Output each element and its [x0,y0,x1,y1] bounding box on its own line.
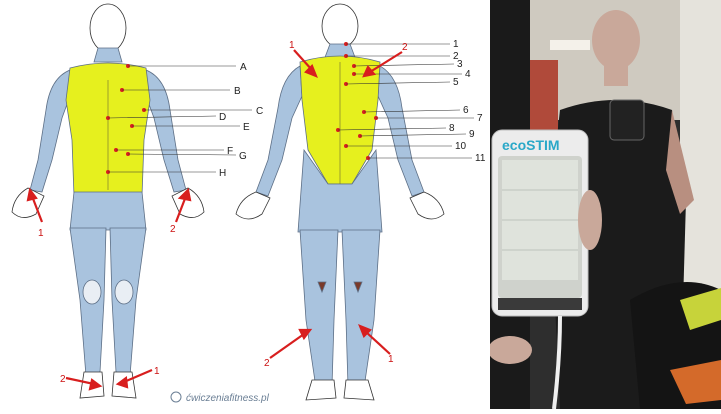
front-label-d: D [219,112,226,123]
front-marker-left-ankle: 2 [60,374,66,385]
back-label-8: 8 [449,123,455,134]
back-label-10: 10 [455,141,467,152]
back-label-3: 3 [457,59,463,70]
front-label-e: E [243,122,250,133]
front-label-c: C [256,106,263,117]
photo-svg: ecoSTIM [490,0,721,409]
back-marker-right-calf: 1 [388,354,394,365]
back-marker-top-left: 1 [289,40,295,51]
watermark-text: ćwiczeniafitness.pl [186,393,270,404]
back-label-5: 5 [453,77,459,88]
front-marker-right-wrist: 2 [170,224,176,235]
back-marker-top-right: 2 [402,42,408,53]
anatomy-diagram-panel: A B C D E F G H 1 2 2 1 [0,0,490,409]
back-label-7: 7 [477,113,483,124]
device-control-strip [498,298,582,310]
back-label-11: 11 [475,153,486,164]
anatomy-svg: A B C D E F G H 1 2 2 1 [0,0,490,409]
back-label-6: 6 [463,105,469,116]
front-label-g: G [239,151,247,162]
back-body-figure [236,4,444,400]
front-label-b: B [234,86,241,97]
front-label-f: F [227,146,233,157]
watermark: ćwiczeniafitness.pl [171,392,270,404]
back-label-1: 1 [453,39,459,50]
mirror-selfie-photo: ecoSTIM [490,0,721,409]
front-label-h: H [219,168,226,179]
person-head [592,10,640,70]
front-marker-right-ankle: 1 [154,366,160,377]
front-marker-left-wrist: 1 [38,228,44,239]
front-body-figure [12,4,204,398]
back-label-4: 4 [465,69,471,80]
device-brand-label: ecoSTIM [502,137,560,153]
back-label-9: 9 [469,129,475,140]
back-marker-left-calf: 2 [264,358,270,369]
front-label-a: A [240,62,247,73]
